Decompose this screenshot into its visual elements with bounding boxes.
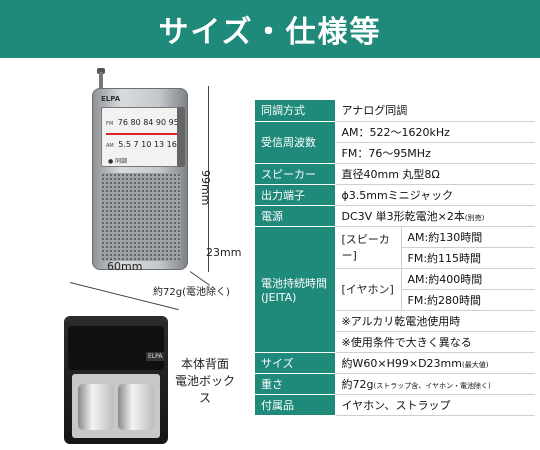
table-row: 電源 DC3V 単3形乾電池×2本(別売) (255, 205, 535, 227)
weight-label: 約72g(電池除く) (153, 287, 230, 298)
battery-cover (68, 326, 164, 370)
spec-value: アナログ同調 (335, 100, 535, 122)
spec-subkey: [イヤホン] (335, 268, 402, 311)
speaker-grille (101, 173, 181, 261)
depth-dimension-label: 23mm (206, 246, 242, 259)
height-dimension-line (208, 86, 209, 272)
dial-am-band: AM (106, 143, 114, 149)
table-row: FM：76〜95MHz (255, 142, 535, 164)
tuning-knob (177, 107, 185, 167)
table-row: 電池持続時間 (JEITA) [スピーカー] AM:約130時間 (255, 226, 535, 353)
dial-pointer (106, 133, 178, 135)
battery-icon (118, 384, 154, 430)
table-row: サイズ 約W60×H99×D23mm(最大値) (255, 352, 535, 374)
spec-value: AM：522〜1620kHz (335, 121, 535, 143)
spec-value: ϕ3.5mmミニジャック (335, 184, 535, 206)
table-row: FM:約280時間 (255, 289, 535, 311)
table-row: 同調方式 アナログ同調 (255, 100, 535, 122)
tuning-dial: FM 76 80 84 90 95 AM 5.5 7 10 13 16 ● 同調 (101, 107, 181, 167)
dial-am-scale: 5.5 7 10 13 16 (118, 140, 177, 149)
spec-key: 同調方式 (255, 100, 336, 122)
spec-value: 約72g(ストラップ含、イヤホン・電池除く) (335, 373, 535, 395)
table-row: 付属品 イヤホン、ストラップ (255, 394, 535, 416)
table-row: スピーカー 直径40mm 丸型8Ω (255, 163, 535, 185)
table-row: 出力端子 ϕ3.5mmミニジャック (255, 184, 535, 206)
spec-value: AM:約130時間 (401, 226, 535, 248)
battery-icon (78, 384, 114, 430)
spec-note: ※アルカリ乾電池使用時 (335, 310, 535, 332)
table-row: ※使用条件で大きく異なる (255, 331, 535, 353)
spec-value: FM:約280時間 (401, 289, 535, 311)
spec-value: AM:約400時間 (401, 268, 535, 290)
spec-subkey: [スピーカー] (335, 226, 402, 269)
back-brand-tag: ELPA (146, 352, 165, 361)
spec-key: スピーカー (255, 163, 336, 185)
spec-key: 受信周波数 (255, 121, 336, 164)
spec-value: FM：76〜95MHz (335, 142, 535, 164)
dial-fm-band: FM (106, 121, 114, 127)
table-row: 受信周波数 AM：522〜1620kHz (255, 121, 535, 164)
radio-brand-logo: ELPA (101, 95, 121, 103)
spec-key: サイズ (255, 352, 336, 374)
antenna-tip (97, 68, 105, 74)
height-dimension-label: 99mm (199, 170, 212, 206)
back-caption: 本体背面 電池ボックス (174, 357, 235, 405)
table-row: [イヤホン] AM:約400時間 (255, 268, 535, 311)
table-row: 重さ 約72g(ストラップ含、イヤホン・電池除く) (255, 373, 535, 395)
spec-value: イヤホン、ストラップ (335, 394, 535, 416)
product-illustration: ELPA FM 76 80 84 90 95 AM 5.5 7 10 13 16… (0, 58, 250, 450)
spec-value: DC3V 単3形乾電池×2本(別売) (335, 205, 535, 227)
spec-value: 直径40mm 丸型8Ω (335, 163, 535, 185)
spec-key: 電源 (255, 205, 336, 227)
radio-back-image: ELPA (64, 316, 168, 444)
dial-fm-scale: 76 80 84 90 95 (117, 118, 179, 127)
header-banner: サイズ・仕様等 (0, 0, 540, 58)
spec-key: 電池持続時間 (JEITA) (255, 226, 336, 353)
antenna (99, 72, 103, 90)
table-row: FM:約115時間 (255, 247, 535, 269)
tuning-indicator: ● 同調 (108, 158, 128, 165)
spec-value: 約W60×H99×D23mm(最大値) (335, 352, 535, 374)
radio-front-image: ELPA FM 76 80 84 90 95 AM 5.5 7 10 13 16… (92, 88, 188, 270)
spec-note: ※使用条件で大きく異なる (335, 331, 535, 353)
page-title: サイズ・仕様等 (158, 15, 382, 50)
spec-table: 同調方式 アナログ同調 受信周波数 AM：522〜1620kHz FM：76〜9… (255, 100, 535, 416)
width-dimension-label: 60mm (107, 260, 143, 273)
spec-key: 付属品 (255, 394, 336, 416)
spec-value: FM:約115時間 (401, 247, 535, 269)
battery-compartment (72, 374, 160, 438)
table-row: ※アルカリ乾電池使用時 (255, 310, 535, 332)
spec-key: 重さ (255, 373, 336, 395)
spec-key: 出力端子 (255, 184, 336, 206)
